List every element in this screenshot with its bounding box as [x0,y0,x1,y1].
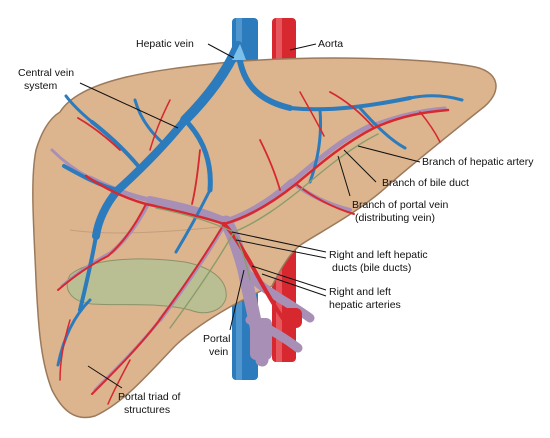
label-hepatic-ducts-2: ducts (bile ducts) [332,262,411,274]
label-central-vein-1: Central vein [18,67,74,79]
label-hepatic-arteries-1: Right and left [329,286,391,298]
label-aorta: Aorta [318,38,343,50]
label-branch-hepatic-artery: Branch of hepatic artery [422,156,534,168]
label-portal-triad-2: structures [124,404,170,416]
liver-body [32,57,497,419]
label-branch-portal-vein-1: Branch of portal vein [352,199,448,211]
label-portal-vein-2: vein [209,346,228,358]
bile-duct-network [155,133,379,329]
label-branch-bile-duct: Branch of bile duct [382,177,469,189]
hepatic-vein-arrow [232,44,246,60]
hepatic-artery-network [57,91,450,405]
label-central-vein-2: system [24,80,58,92]
label-hepatic-ducts-1: Right and left hepatic [329,249,428,261]
label-hepatic-vein: Hepatic vein [136,38,194,50]
label-hepatic-arteries-2: hepatic arteries [329,299,401,311]
label-branch-portal-vein-2: (distributing vein) [355,212,435,224]
gallbladder [66,258,227,314]
label-portal-vein-1: Portal [203,333,230,345]
label-portal-triad-1: Portal triad of [118,391,181,403]
